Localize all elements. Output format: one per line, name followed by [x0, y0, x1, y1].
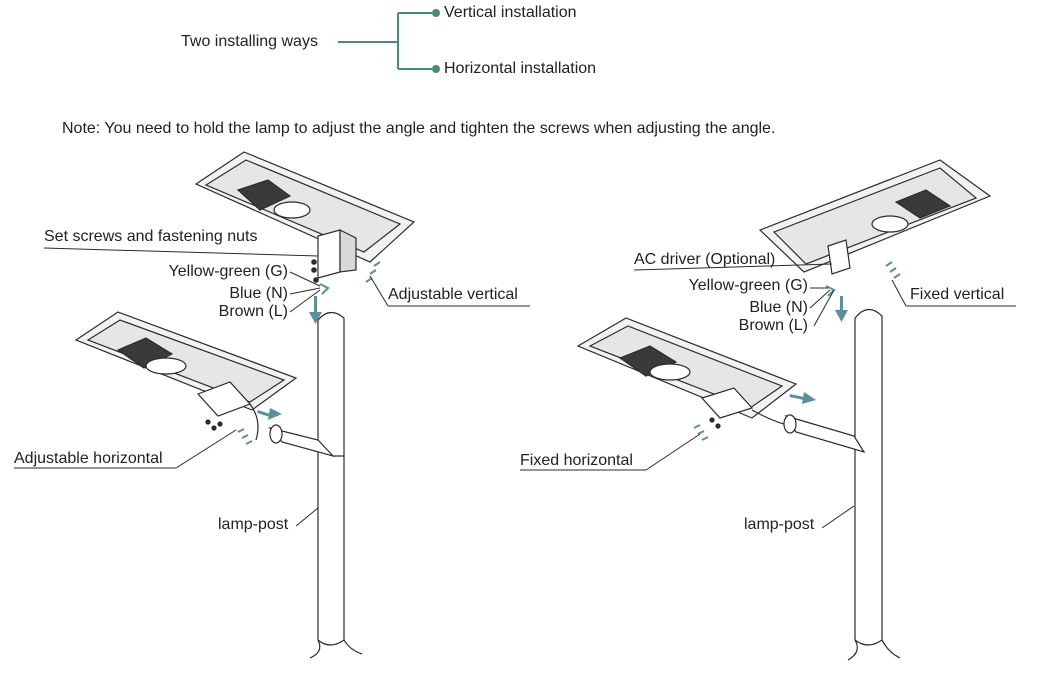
lamp-post-right — [783, 308, 901, 661]
label-fixed-vertical: Fixed vertical — [910, 286, 1005, 303]
tree-node-horizontal — [432, 65, 440, 73]
lamp-head-left-top — [194, 151, 416, 283]
lamp-head-right-bottom — [576, 317, 798, 429]
label-lamp-post-right: lamp-post — [744, 516, 815, 533]
label-adjustable-horizontal: Adjustable horizontal — [14, 450, 163, 467]
label-set-screws: Set screws and fastening nuts — [44, 228, 258, 245]
label-blue-right: Blue (N) — [749, 299, 808, 316]
lamp-head-left-bottom — [74, 311, 298, 441]
note-text: Note: You need to hold the lamp to adjus… — [62, 120, 776, 137]
tree-root-label: Two installing ways — [181, 33, 318, 50]
leader-lines-left — [14, 247, 530, 527]
label-yellow-green-right: Yellow-green (G) — [688, 277, 808, 294]
label-adjustable-vertical: Adjustable vertical — [388, 286, 518, 303]
lamp-post-left — [268, 311, 363, 659]
label-lamp-post-left: lamp-post — [218, 516, 289, 533]
leader-lines-right — [520, 263, 1016, 529]
label-brown-right: Brown (L) — [738, 317, 808, 334]
label-ac-driver: AC driver (Optional) — [634, 251, 776, 268]
installation-tree — [338, 12, 432, 70]
tree-option-horizontal: Horizontal installation — [444, 60, 597, 77]
lamp-head-right-top — [758, 159, 992, 275]
tree-option-vertical: Vertical installation — [444, 4, 577, 21]
motion-arrows-right — [693, 261, 901, 441]
label-blue-left: Blue (N) — [229, 285, 288, 302]
tree-node-vertical — [432, 9, 440, 17]
label-brown-left: Brown (L) — [218, 303, 288, 320]
label-fixed-horizontal: Fixed horizontal — [520, 452, 633, 469]
label-yellow-green-left: Yellow-green (G) — [168, 263, 288, 280]
motion-arrows-left — [237, 261, 381, 445]
